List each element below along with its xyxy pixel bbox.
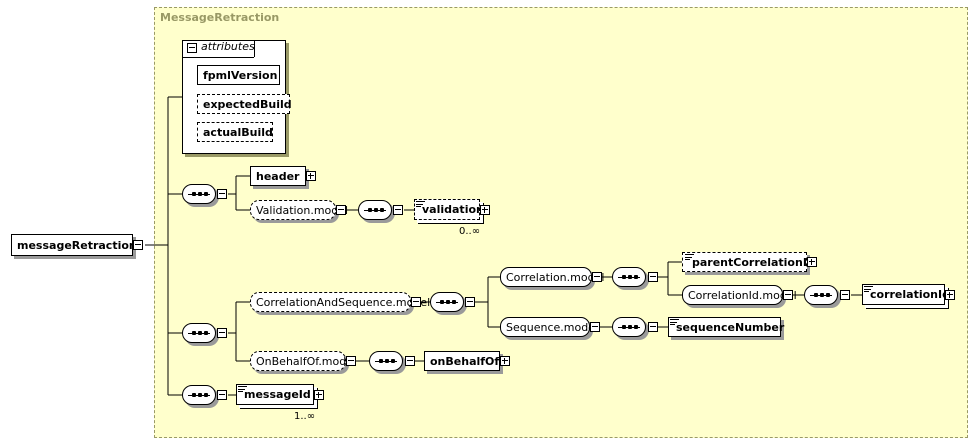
attribute-fpmlversion[interactable]: fpmlVersion (197, 65, 280, 85)
element-header[interactable]: header (250, 166, 306, 186)
attributes-collapse-icon[interactable] (187, 43, 197, 53)
group-correlation-model[interactable]: Correlation.model (500, 267, 604, 287)
root-collapse-icon[interactable] (133, 240, 143, 250)
group-correlation-and-sequence-model-label: CorrelationAndSequence.model (256, 295, 431, 309)
group-on-behalf-of-model[interactable]: OnBehalfOf.model (250, 351, 356, 371)
sequence-compositor-1[interactable] (182, 184, 216, 204)
correlation-id-expand-icon[interactable] (945, 290, 955, 300)
element-sequence-number-label: sequenceNumber (676, 320, 785, 334)
attribute-fpmlversion-label: fpmlVersion (203, 68, 278, 82)
element-on-behalf-of[interactable]: onBehalfOf (424, 351, 500, 371)
group-on-behalf-of-model-label: OnBehalfOf.model (256, 354, 357, 368)
message-id-expand-icon[interactable] (314, 390, 324, 400)
sequence-correlation-collapse-icon[interactable] (648, 272, 658, 282)
element-sequence-number[interactable]: sequenceNumber (668, 317, 785, 337)
sequence-sequence-collapse-icon[interactable] (648, 322, 658, 332)
element-parent-correlation-id-label: parentCorrelationId (692, 255, 815, 269)
on-behalf-of-expand-icon[interactable] (500, 356, 510, 366)
correlation-id-model-collapse-icon[interactable] (783, 290, 793, 300)
validation-expand-icon[interactable] (480, 205, 490, 215)
on-behalf-of-model-collapse-icon[interactable] (346, 356, 356, 366)
sequence-compositor-3[interactable] (182, 385, 216, 405)
type-title: MessageRetraction (160, 11, 280, 24)
sequence-compositor-cas[interactable] (430, 292, 464, 312)
sequence-compositor-sequence[interactable] (612, 317, 646, 337)
sequence-compositor-validation[interactable] (358, 200, 392, 220)
group-correlation-id-model-label: CorrelationId.model (688, 288, 797, 302)
correlation-id-doc-icon (864, 286, 873, 293)
attributes-label: attributes (201, 40, 255, 53)
attribute-actualbuild-label: actualBuild (203, 125, 273, 139)
attribute-expectedbuild[interactable]: expectedBuild (197, 94, 292, 114)
sequence-compositor-correlation-id[interactable] (804, 285, 838, 305)
group-sequence-model-label: Sequence.model (506, 320, 599, 334)
root-element-label: messageRetraction (17, 238, 137, 252)
attribute-actualbuild[interactable]: actualBuild (197, 122, 273, 142)
element-correlation-id[interactable]: correlationId (862, 284, 950, 305)
message-id-cardinality: 1..∞ (294, 411, 316, 422)
sequence-2-collapse-icon[interactable] (217, 328, 227, 338)
parent-correlation-id-doc-icon (685, 254, 694, 261)
sequence-compositor-on-behalf-of[interactable] (369, 351, 403, 371)
attribute-expectedbuild-label: expectedBuild (203, 97, 292, 111)
element-parent-correlation-id[interactable]: parentCorrelationId (682, 252, 815, 272)
group-validation-model[interactable]: Validation.model (250, 200, 348, 220)
sequence-compositor-2[interactable] (182, 323, 216, 343)
sequence-model-collapse-icon[interactable] (590, 322, 600, 332)
group-sequence-model[interactable]: Sequence.model (500, 317, 598, 337)
element-validation-label: validation (422, 203, 484, 216)
group-correlation-id-model[interactable]: CorrelationId.model (682, 285, 797, 305)
sequence-number-doc-icon (670, 319, 679, 326)
correlation-and-sequence-collapse-icon[interactable] (411, 297, 421, 307)
element-message-id[interactable]: messageId (236, 384, 314, 405)
parent-correlation-id-expand-icon[interactable] (807, 257, 817, 267)
header-expand-icon[interactable] (306, 171, 316, 181)
group-correlation-and-sequence-model[interactable]: CorrelationAndSequence.model (250, 292, 430, 312)
sequence-validation-collapse-icon[interactable] (393, 205, 403, 215)
sequence-cas-collapse-icon[interactable] (465, 297, 475, 307)
group-correlation-model-label: Correlation.model (506, 270, 605, 284)
attributes-divider (182, 57, 254, 58)
sequence-compositor-correlation[interactable] (612, 267, 646, 287)
group-validation-model-label: Validation.model (256, 203, 349, 217)
sequence-1-collapse-icon[interactable] (217, 189, 227, 199)
attributes-tab-edge (254, 40, 255, 57)
correlation-model-collapse-icon[interactable] (592, 272, 602, 282)
element-on-behalf-of-label: onBehalfOf (430, 354, 500, 368)
root-element[interactable]: messageRetraction (11, 234, 137, 256)
sequence-3-collapse-icon[interactable] (217, 390, 227, 400)
element-validation[interactable]: validation (414, 199, 484, 220)
sequence-correlation-id-collapse-icon[interactable] (840, 290, 850, 300)
element-header-label: header (256, 169, 300, 183)
sequence-on-behalf-of-collapse-icon[interactable] (405, 356, 415, 366)
validation-model-collapse-icon[interactable] (336, 205, 346, 215)
validation-cardinality: 0..∞ (459, 226, 481, 237)
element-message-id-label: messageId (244, 388, 311, 401)
element-correlation-id-label: correlationId (870, 288, 950, 301)
validation-doc-icon (416, 201, 425, 208)
message-id-doc-icon (238, 386, 247, 393)
